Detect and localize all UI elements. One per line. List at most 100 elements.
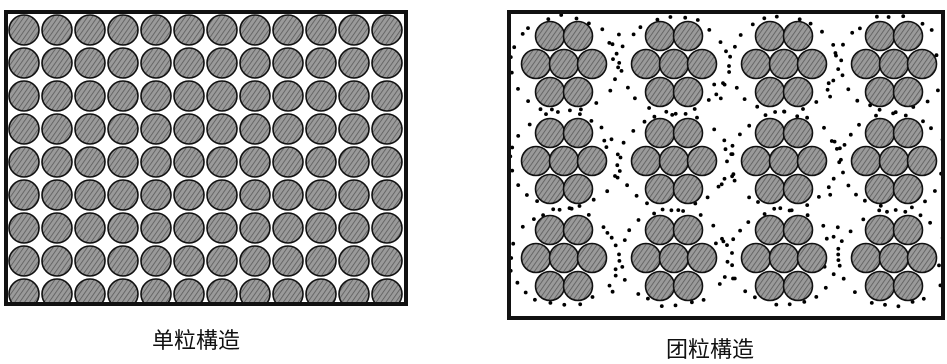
fine-particle-dot [625, 183, 629, 187]
soil-particle [674, 175, 703, 204]
fine-particle-dot [683, 16, 687, 20]
soil-particle [75, 48, 105, 78]
fine-particle-dot [861, 218, 865, 222]
soil-particle [894, 272, 923, 301]
soil-particle [306, 15, 336, 45]
soil-particle [372, 246, 402, 276]
fine-particle-dot [846, 87, 850, 91]
soil-particle [632, 244, 661, 273]
soil-particle [174, 15, 204, 45]
fine-particle-dot [877, 209, 881, 213]
fine-particle-dot [809, 22, 813, 26]
fine-particle-dot [647, 106, 651, 110]
soil-particle [174, 279, 204, 306]
fine-particle-dot [526, 99, 530, 103]
fine-particle-dot [521, 225, 525, 229]
fine-particle-dot [878, 108, 882, 112]
fine-particle-dot [719, 97, 723, 101]
fine-particle-dot [570, 207, 574, 211]
soil-particle [798, 147, 827, 176]
soil-particle [141, 279, 171, 306]
fine-particle-dot [524, 291, 528, 295]
soil-particle [339, 15, 369, 45]
fine-particle-dot [699, 213, 703, 217]
soil-particle [42, 180, 72, 210]
soil-particle [536, 272, 565, 301]
fine-particle-dot [733, 179, 737, 183]
fine-particle-dot [855, 99, 859, 103]
fine-particle-dot [714, 242, 718, 246]
fine-particle-dot [795, 114, 799, 118]
fine-particle-dot [790, 208, 794, 212]
fine-particle-dot [922, 297, 926, 301]
soil-particle [372, 213, 402, 243]
fine-particle-dot [735, 86, 739, 90]
soil-particle [852, 244, 881, 273]
soil-particle [784, 216, 813, 245]
fine-particle-dot [575, 17, 579, 21]
soil-particle [306, 213, 336, 243]
fine-particle-dot [731, 152, 735, 156]
fine-particle-dot [718, 282, 722, 286]
soil-particle [108, 15, 138, 45]
soil-particle [141, 246, 171, 276]
soil-particle [9, 147, 39, 177]
soil-particle [108, 114, 138, 144]
fine-particle-dot [801, 107, 805, 111]
soil-particle [852, 147, 881, 176]
soil-particle [880, 244, 909, 273]
fine-particle-dot [853, 290, 857, 294]
soil-particle [306, 81, 336, 111]
aggregate-caption: 团粒構造 [666, 332, 754, 364]
fine-particle-dot [617, 33, 621, 37]
fine-particle-dot [921, 22, 925, 26]
fine-particle-dot [617, 61, 621, 65]
fine-particle-dot [551, 207, 555, 211]
soil-particle [240, 48, 270, 78]
fine-particle-dot [824, 286, 828, 290]
fine-particle-dot [874, 114, 878, 118]
fine-particle-dot [626, 86, 630, 90]
soil-particle [108, 81, 138, 111]
fine-particle-dot [930, 28, 934, 32]
soil-particle [632, 50, 661, 79]
fine-particle-dot [832, 177, 836, 181]
fine-particle-dot [616, 66, 620, 70]
fine-particle-dot [549, 301, 553, 305]
fine-particle-dot [746, 220, 750, 224]
fine-particle-dot [841, 73, 845, 77]
fine-particle-dot [618, 169, 622, 173]
fine-particle-dot [546, 17, 550, 21]
fine-particle-dot [616, 153, 620, 157]
soil-particle [339, 246, 369, 276]
fine-particle-dot [773, 110, 777, 114]
fine-particle-dot [712, 83, 716, 87]
soil-particle [42, 246, 72, 276]
fine-particle-dot [636, 292, 640, 296]
soil-particle [688, 147, 717, 176]
fine-particle-dot [921, 119, 925, 123]
fine-particle-dot [528, 123, 532, 127]
soil-particle [339, 114, 369, 144]
soil-particle [578, 50, 607, 79]
fine-particle-dot [822, 126, 826, 130]
soil-particle [339, 213, 369, 243]
fine-particle-dot [639, 25, 643, 29]
soil-particle [866, 272, 895, 301]
fine-particle-dot [733, 45, 737, 49]
soil-particle [756, 22, 785, 51]
soil-particle [108, 48, 138, 78]
fine-particle-dot [751, 23, 755, 27]
fine-particle-dot [842, 277, 846, 281]
soil-particle [784, 78, 813, 107]
fine-particle-dot [832, 235, 836, 239]
fine-particle-dot [637, 218, 641, 222]
fine-particle-dot [611, 290, 615, 294]
soil-particle [742, 147, 771, 176]
soil-particle [306, 279, 336, 306]
soil-particle [141, 114, 171, 144]
soil-particle [240, 279, 270, 306]
fine-particle-dot [512, 45, 516, 49]
fine-particle-dot [611, 57, 615, 61]
fine-particle-dot [728, 55, 732, 59]
